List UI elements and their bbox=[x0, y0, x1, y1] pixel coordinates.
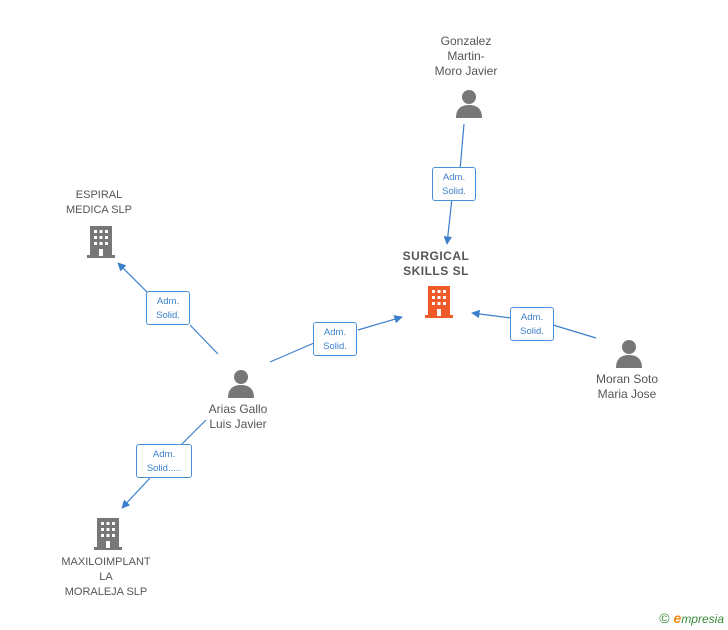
brand-initial: e bbox=[673, 610, 682, 626]
company-label-espiral: ESPIRAL MEDICA SLP bbox=[65, 189, 133, 216]
copyright-symbol: © bbox=[659, 610, 670, 626]
edge-label-moran-surgical[interactable]: Adm. Solid. bbox=[510, 307, 554, 341]
edge-label-arias-maxiloimplant[interactable]: Adm. Solid..... bbox=[136, 444, 192, 478]
empresia-logo: © empresia bbox=[659, 610, 724, 626]
building-icon-highlighted[interactable] bbox=[423, 284, 455, 318]
edge-gonzalez-surgical bbox=[447, 123, 465, 244]
building-icon[interactable] bbox=[85, 224, 117, 258]
person-icon[interactable] bbox=[226, 368, 256, 398]
person-icon[interactable] bbox=[614, 338, 644, 368]
company-label-surgical: SURGICAL SKILLS SL bbox=[402, 249, 470, 278]
person-icon[interactable] bbox=[454, 88, 484, 118]
edge-label-gonzalez-surgical[interactable]: Adm. Solid. bbox=[432, 167, 476, 201]
person-label-gonzalez: Gonzalez Martin- Moro Javier bbox=[434, 34, 498, 78]
building-icon[interactable] bbox=[92, 516, 124, 550]
edge-arias-espiral bbox=[118, 263, 219, 355]
edge-label-arias-surgical[interactable]: Adm. Solid. bbox=[313, 322, 357, 356]
person-label-moran: Moran Soto Maria Jose bbox=[595, 372, 659, 401]
edge-moran-surgical bbox=[472, 313, 597, 339]
edge-arias-maxiloimplant bbox=[122, 419, 207, 508]
edge-arias-surgical bbox=[269, 317, 402, 363]
brand-name: mpresia bbox=[681, 612, 724, 626]
edge-label-arias-espiral[interactable]: Adm. Solid. bbox=[146, 291, 190, 325]
person-label-arias: Arias Gallo Luis Javier bbox=[208, 402, 268, 431]
company-label-maxiloimplant: MAXILOIMPLANT LA MORALEJA SLP bbox=[61, 556, 151, 598]
